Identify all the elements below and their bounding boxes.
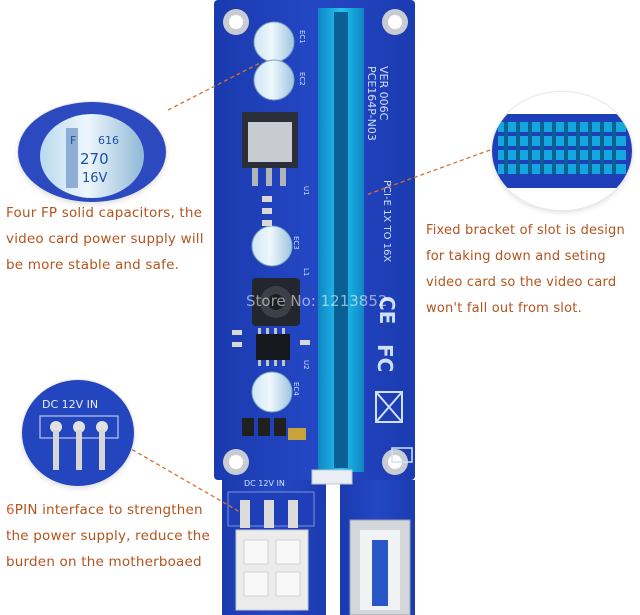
capacitor-brand: F — [70, 134, 76, 147]
voltage-regulator-u1 — [242, 112, 298, 186]
caption-bracket-line-1: Fixed bracket of slot is design — [426, 223, 625, 238]
dc-input-zoom-callout: DC 12V IN — [22, 380, 134, 486]
capacitor-ec1 — [253, 21, 295, 63]
six-pin-power-connector — [227, 491, 315, 611]
caption-bracket-line-3: video card so the video card — [426, 275, 617, 290]
ce-mark: CE — [375, 296, 399, 324]
diodes — [242, 418, 306, 440]
caption-6pin-line-1: PIN interface to strengthen — [14, 502, 203, 518]
label-ec2: EC2 — [298, 72, 306, 86]
store-watermark: Store No: 1213852 — [246, 292, 387, 310]
label-l1: L1 — [302, 268, 310, 276]
caption-6pin-line-3: burden on the motherboaed — [6, 554, 202, 570]
bracket-pins — [498, 122, 626, 174]
label-ec3: EC3 — [292, 236, 300, 250]
board-version: VER 006C — [377, 66, 390, 121]
caption-bracket: Fixed bracket of slot is design for taki… — [426, 218, 625, 322]
smd-components — [232, 196, 310, 347]
fc-mark: FC — [373, 344, 397, 372]
board-dc-label: DC 12V IN — [244, 479, 285, 488]
caption-bracket-line-2: for taking down and seting — [426, 249, 606, 264]
inductor-l1 — [252, 278, 300, 326]
caption-6pin-lead: 6 — [6, 502, 15, 518]
caption-capacitors-line-1: Four FP solid capacitors, the — [6, 205, 203, 221]
capacitor-value: 270 — [80, 150, 109, 168]
capacitor-voltage: 16V — [82, 171, 108, 186]
label-ec1: EC1 — [298, 30, 306, 44]
usb-port — [349, 519, 411, 615]
leader-lines — [125, 61, 491, 513]
label-ec4: EC4 — [292, 382, 300, 396]
caption-capacitors-line-2: video card power supply will — [6, 231, 204, 247]
caption-capacitors-line-3: be more stable and safe. — [6, 257, 180, 273]
caption-bracket-line-4: won't fall out from slot. — [426, 301, 582, 316]
capacitor-zoom-callout: F 616 270 16V — [18, 102, 166, 202]
certification-marks — [375, 391, 413, 463]
label-u1: U1 — [302, 186, 310, 196]
zoom-dc-label: DC 12V IN — [42, 398, 98, 411]
caption-capacitors: Four FP solid capacitors, the video card… — [6, 200, 204, 278]
pcie-x16-slot — [311, 8, 364, 485]
ic-u2 — [256, 328, 290, 366]
capacitor-ec3 — [251, 225, 293, 267]
capacitor-ec2 — [253, 59, 295, 101]
caption-6pin-line-2: the power supply, reduce the — [6, 528, 210, 544]
board-model: PCE164P-N03 — [365, 66, 378, 141]
board-pcie-label: PCI-E 1X TO 16X — [381, 180, 392, 262]
mounting-holes — [223, 9, 408, 475]
caption-6pin: 6PIN interface to strengthen the power s… — [6, 497, 210, 575]
capacitor-code: 616 — [98, 134, 119, 147]
label-u2: U2 — [302, 360, 310, 370]
slot-bracket-zoom-callout — [492, 92, 632, 210]
capacitor-ec4 — [251, 371, 293, 413]
